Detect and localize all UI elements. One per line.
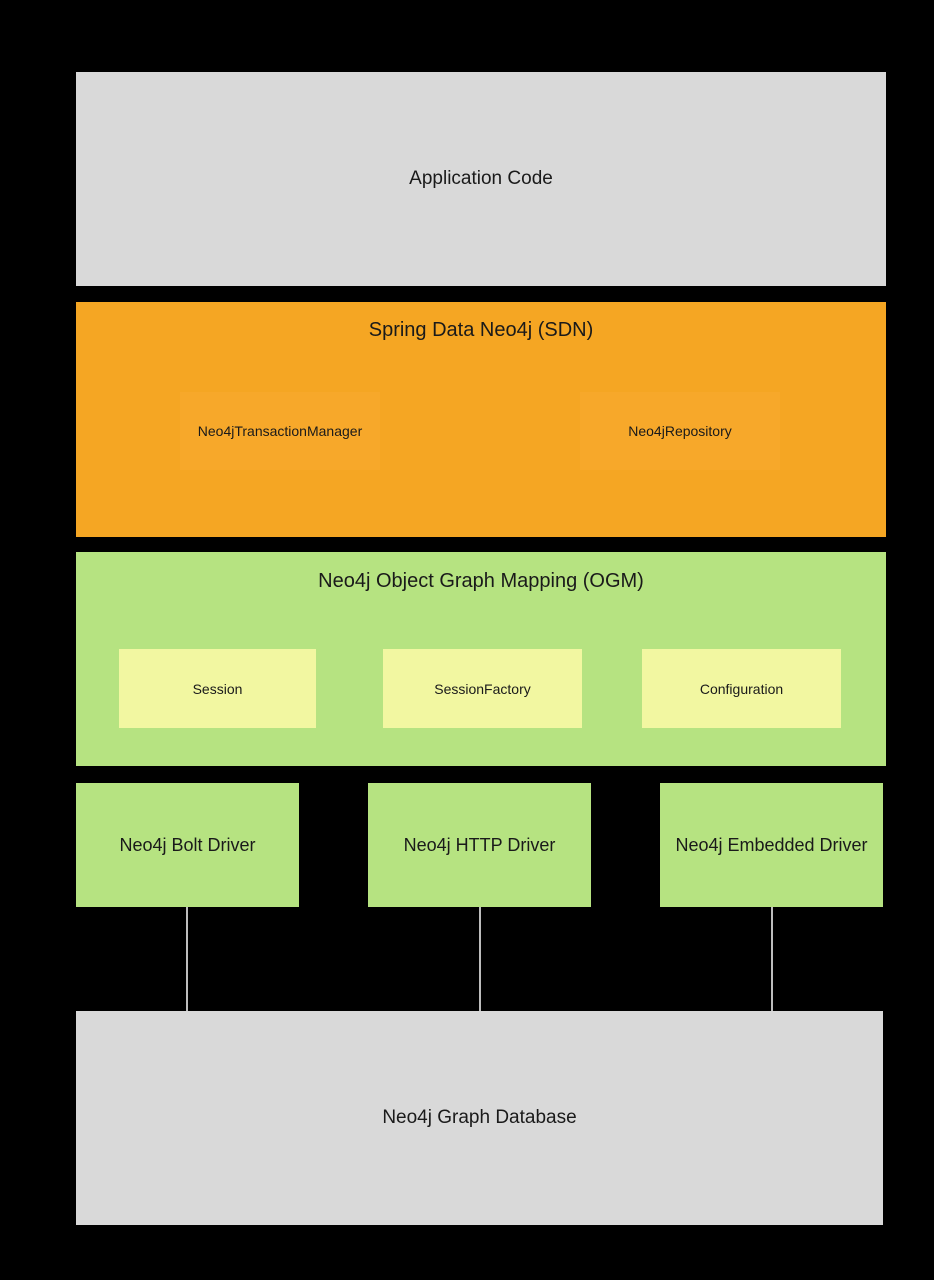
layer-spring-data-neo4j: Spring Data Neo4j (SDN) Neo4jTransaction… bbox=[76, 302, 886, 537]
application-code-label: Application Code bbox=[409, 168, 553, 189]
component-session-factory: SessionFactory bbox=[383, 649, 582, 728]
connector-embedded-to-database bbox=[771, 907, 773, 1011]
driver-neo4j-http: Neo4j HTTP Driver bbox=[368, 783, 591, 907]
component-configuration: Configuration bbox=[642, 649, 841, 728]
layer-neo4j-graph-database: Neo4j Graph Database bbox=[76, 1011, 883, 1225]
neo4j-graph-database-label: Neo4j Graph Database bbox=[382, 1107, 577, 1128]
component-neo4j-repository: Neo4jRepository bbox=[580, 392, 780, 470]
component-session: Session bbox=[119, 649, 316, 728]
connector-bolt-to-database bbox=[186, 907, 188, 1011]
driver-neo4j-bolt: Neo4j Bolt Driver bbox=[76, 783, 299, 907]
layer-neo4j-ogm: Neo4j Object Graph Mapping (OGM) Session… bbox=[76, 552, 886, 766]
connector-http-to-database bbox=[479, 907, 481, 1011]
driver-neo4j-embedded: Neo4j Embedded Driver bbox=[660, 783, 883, 907]
spring-data-neo4j-title: Spring Data Neo4j (SDN) bbox=[368, 319, 594, 341]
layer-application-code: Application Code bbox=[76, 72, 886, 286]
neo4j-ogm-title: Neo4j Object Graph Mapping (OGM) bbox=[318, 570, 644, 592]
component-neo4j-transaction-manager: Neo4jTransactionManager bbox=[180, 392, 380, 470]
